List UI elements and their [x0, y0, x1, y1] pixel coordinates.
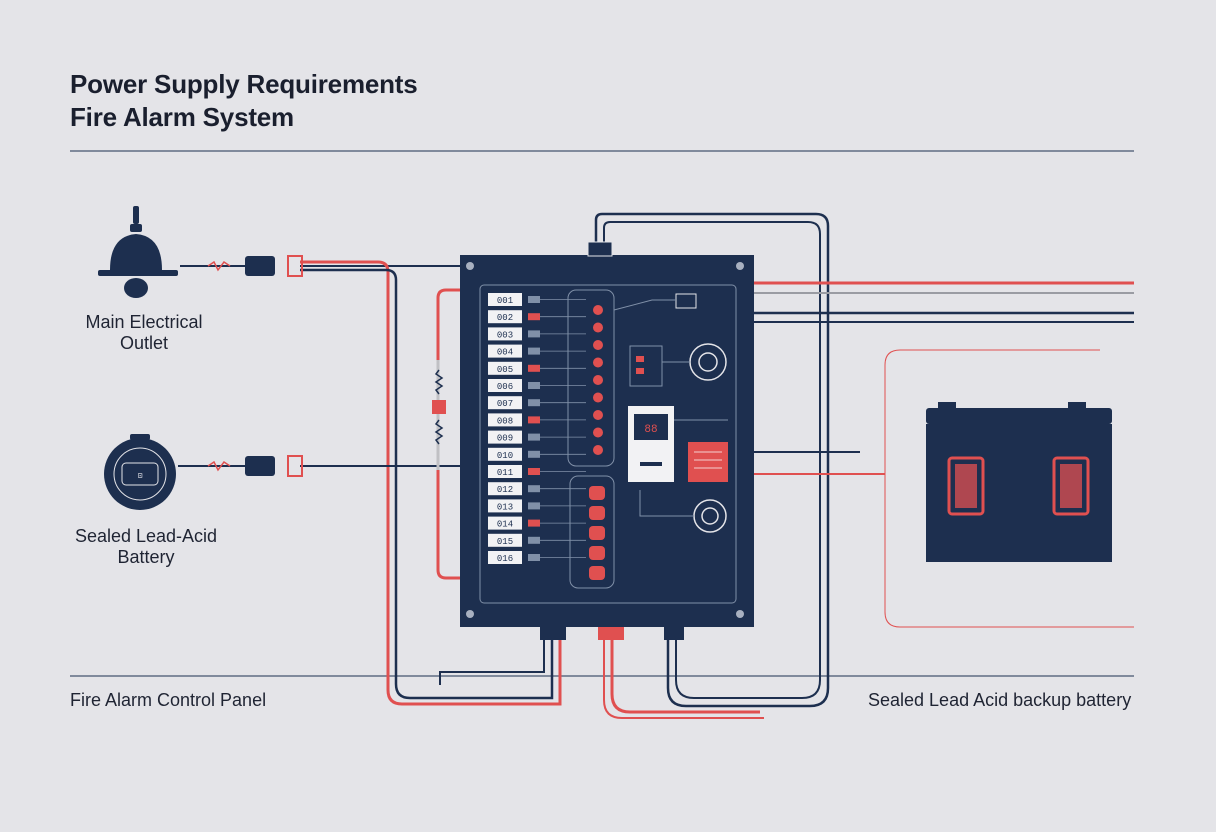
- zone-switch: [528, 502, 540, 510]
- zone-label: 001: [497, 296, 513, 306]
- battery-enclosure-outline: [884, 349, 1134, 628]
- title-line-1: Power Supply Requirements: [70, 69, 418, 99]
- zone-tag: [488, 465, 522, 478]
- right-wiring: [754, 281, 1134, 475]
- zone-switch: [528, 296, 540, 303]
- zone-led: [593, 357, 603, 368]
- zone-label: 006: [497, 382, 513, 392]
- zone-switch: [528, 347, 540, 355]
- bell-icon: [98, 206, 178, 298]
- zone-tag: [488, 327, 522, 341]
- zone-switch: [528, 536, 540, 544]
- zone-led: [593, 445, 603, 455]
- outlet-wiring: [180, 260, 562, 706]
- zone-tag: [488, 396, 522, 410]
- zone-switch: [528, 313, 540, 321]
- top-loop-wiring: [594, 212, 830, 719]
- fuse-icon: [432, 369, 446, 445]
- zone-tag: [488, 533, 522, 547]
- zone-switch: [528, 364, 540, 372]
- battery-label: Sealed Lead-Acid Battery: [66, 526, 226, 568]
- title-line-2: Fire Alarm System: [70, 102, 294, 132]
- zone-tag: [488, 516, 522, 530]
- zone-switch: [528, 450, 540, 458]
- zone-switch: [528, 554, 540, 561]
- zone-led: [593, 305, 603, 315]
- zone-tag: [488, 361, 522, 375]
- battery-icon: ⊡: [104, 434, 176, 510]
- zone-tag: [488, 310, 522, 324]
- outlet-label-line-1: Main Electrical: [85, 312, 203, 332]
- zone-label: 004: [497, 348, 513, 358]
- zone-switch: [528, 485, 540, 493]
- backup-caption: Sealed Lead Acid backup battery: [868, 690, 1132, 710]
- svg-text:88: 88: [644, 424, 657, 436]
- zone-led: [593, 340, 603, 350]
- zone-led: [593, 410, 603, 420]
- zone-label: 012: [497, 485, 513, 495]
- zone-tag: [488, 344, 522, 358]
- outlet-label: Main Electrical Outlet: [78, 312, 210, 354]
- zone-tag: [488, 551, 522, 564]
- zone-switch: [528, 399, 540, 407]
- backup-battery: [926, 402, 1112, 562]
- zone-led-square: [589, 566, 605, 580]
- zone-tag: [488, 379, 522, 392]
- zone-led: [593, 375, 603, 385]
- zone-tag: [488, 293, 522, 306]
- battery-label-line-2: Battery: [117, 547, 175, 567]
- control-panel: 001 002 003 004 005 006 007 008 009 010 011 012 013 0…: [460, 241, 754, 640]
- zone-switch: [528, 433, 540, 441]
- zone-switch: [528, 519, 540, 527]
- zone-tag: [488, 499, 522, 513]
- zone-led: [593, 322, 603, 333]
- zone-led-square: [589, 526, 605, 540]
- zone-led-square: [589, 546, 605, 560]
- zone-switch: [528, 382, 540, 389]
- zone-led: [593, 392, 603, 403]
- zone-label: 014: [497, 520, 513, 530]
- zone-switch: [528, 468, 540, 475]
- zone-led-square: [589, 506, 605, 520]
- zone-label: 016: [497, 554, 513, 564]
- zone-label: 002: [497, 313, 513, 323]
- zone-tag: [488, 430, 522, 444]
- zone-label: 007: [497, 399, 513, 409]
- zone-tag: [488, 482, 522, 496]
- zone-label: 009: [497, 434, 513, 444]
- zone-led-square: [589, 486, 605, 500]
- svg-text:⊡: ⊡: [138, 472, 143, 481]
- zone-label: 015: [497, 537, 513, 547]
- panel-caption: Fire Alarm Control Panel: [70, 690, 267, 710]
- diagram-title: Power Supply Requirements Fire Alarm Sys…: [70, 68, 418, 134]
- zone-label: 011: [497, 468, 513, 478]
- zone-tag: [488, 413, 522, 427]
- zone-label: 010: [497, 451, 513, 461]
- zone-switch: [528, 330, 540, 338]
- zone-label: 005: [497, 365, 513, 375]
- zone-label: 013: [497, 502, 513, 512]
- zone-led: [593, 427, 603, 438]
- outlet-label-line-2: Outlet: [119, 333, 169, 353]
- zone-label: 008: [497, 416, 513, 426]
- plug-icon: [207, 255, 303, 477]
- zone-tag: [488, 447, 522, 461]
- zone-label: 003: [497, 330, 513, 340]
- zone-switch: [528, 416, 540, 424]
- display-icon: 88: [628, 406, 674, 482]
- battery-label-line-1: Sealed Lead-Acid: [74, 526, 218, 546]
